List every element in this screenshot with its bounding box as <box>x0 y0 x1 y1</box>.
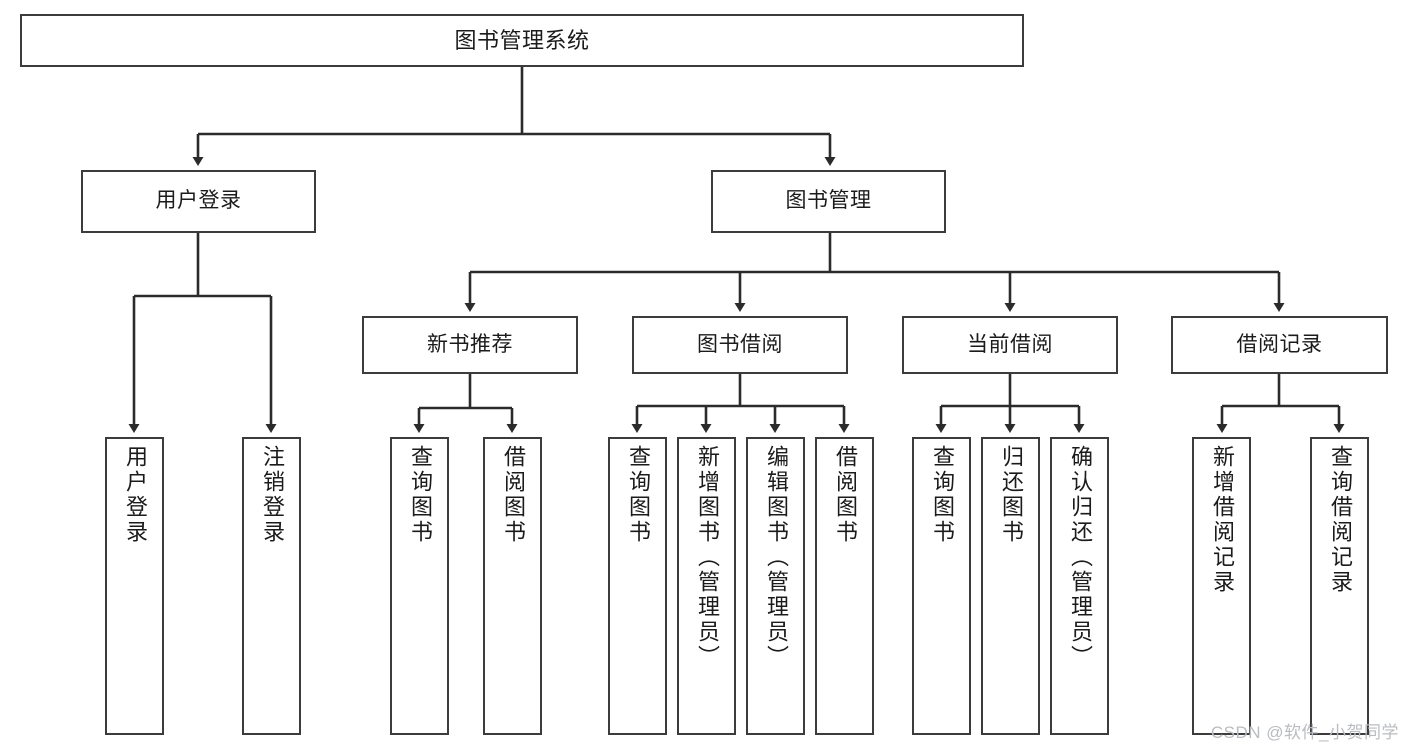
leaf-query-book-current-label: 查询图书 <box>929 445 955 545</box>
leaf-borrow-book-recommend-label: 借阅图书 <box>500 445 526 545</box>
node-new-book-recommend[interactable]: 新书推荐 <box>362 316 578 374</box>
node-current-borrow-label: 当前借阅 <box>967 332 1053 356</box>
leaf-edit-book-admin-label: 编辑图书（管理员） <box>763 445 789 670</box>
leaf-confirm-return-admin-label: 确认归还（管理员） <box>1067 445 1093 670</box>
leaf-query-book-borrow[interactable]: 查询图书 <box>608 437 667 735</box>
watermark: CSDN @软件_小贺同学 <box>1210 723 1399 742</box>
leaf-add-borrow-record-label: 新增借阅记录 <box>1209 445 1235 595</box>
leaf-add-book-admin-label: 新增图书（管理员） <box>694 445 720 670</box>
leaf-confirm-return-admin[interactable]: 确认归还（管理员） <box>1050 437 1109 735</box>
leaf-query-book-current[interactable]: 查询图书 <box>912 437 971 735</box>
node-root[interactable]: 图书管理系统 <box>20 14 1024 67</box>
node-current-borrow[interactable]: 当前借阅 <box>902 316 1118 374</box>
node-book-borrow-label: 图书借阅 <box>697 332 783 356</box>
leaf-borrow-book[interactable]: 借阅图书 <box>815 437 874 735</box>
leaf-user-login[interactable]: 用户登录 <box>105 437 164 735</box>
leaf-edit-book-admin[interactable]: 编辑图书（管理员） <box>746 437 805 735</box>
node-user-login-label: 用户登录 <box>155 189 242 213</box>
node-book-management-label: 图书管理 <box>785 189 872 213</box>
node-borrow-record[interactable]: 借阅记录 <box>1171 316 1388 374</box>
node-book-borrow[interactable]: 图书借阅 <box>632 316 848 374</box>
leaf-query-borrow-record-label: 查询借阅记录 <box>1327 445 1353 595</box>
leaf-borrow-book-label: 借阅图书 <box>832 445 858 545</box>
leaf-logout-label: 注销登录 <box>259 445 285 545</box>
leaf-query-book-borrow-label: 查询图书 <box>625 445 651 545</box>
leaf-add-borrow-record[interactable]: 新增借阅记录 <box>1192 437 1251 735</box>
leaf-return-book-label: 归还图书 <box>998 445 1024 545</box>
node-borrow-record-label: 借阅记录 <box>1236 332 1323 356</box>
leaf-user-login-label: 用户登录 <box>122 445 148 545</box>
leaf-borrow-book-recommend[interactable]: 借阅图书 <box>483 437 542 735</box>
leaf-logout[interactable]: 注销登录 <box>242 437 301 735</box>
leaf-query-book-recommend[interactable]: 查询图书 <box>390 437 449 735</box>
leaf-return-book[interactable]: 归还图书 <box>981 437 1040 735</box>
node-root-label: 图书管理系统 <box>454 27 590 53</box>
leaf-query-borrow-record[interactable]: 查询借阅记录 <box>1310 437 1369 735</box>
node-user-login[interactable]: 用户登录 <box>81 170 316 233</box>
node-book-management[interactable]: 图书管理 <box>711 170 946 233</box>
leaf-add-book-admin[interactable]: 新增图书（管理员） <box>677 437 736 735</box>
leaf-query-book-recommend-label: 查询图书 <box>407 445 433 545</box>
node-new-book-recommend-label: 新书推荐 <box>427 332 513 356</box>
